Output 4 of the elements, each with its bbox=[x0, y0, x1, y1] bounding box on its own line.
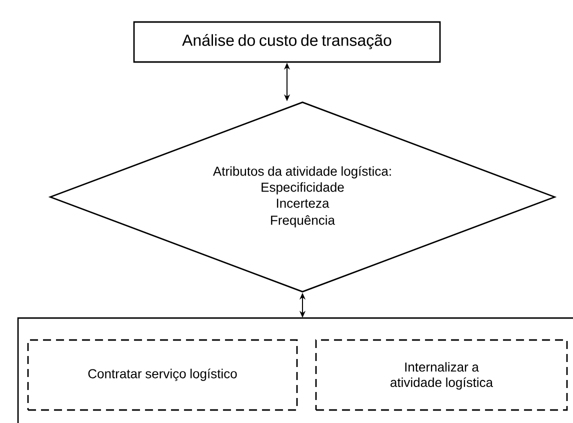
process-box: Análise do custo de transação bbox=[133, 21, 441, 63]
option-box: Internalizar a atividade logística bbox=[315, 339, 568, 411]
option-box: Contratar serviço logístico bbox=[27, 339, 298, 411]
container-box bbox=[17, 317, 573, 423]
